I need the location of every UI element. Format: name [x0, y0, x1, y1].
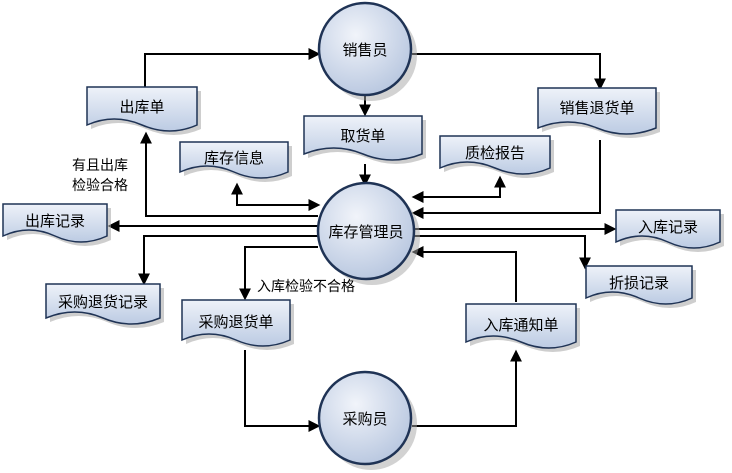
purchase-return-record-label: 采购退货记录 [58, 293, 148, 311]
process-purchaser: 采购员 [317, 370, 417, 470]
outbound-doc-label: 出库单 [119, 98, 164, 116]
documents: 出库单 取货单 销售退货单 库存信息 质检报告 出库记录 [2, 86, 724, 352]
edge-inventory-info [231, 182, 321, 211]
process-warehouse-manager: 库存管理员 [316, 181, 420, 285]
edge-labels: 有且出库 检验合格 入库检验不合格 [72, 158, 355, 295]
warehouse-manager-label: 库存管理员 [328, 223, 403, 241]
edge-purchase-return-to-purchaser [244, 350, 321, 432]
pickup-doc-label: 取货单 [340, 127, 385, 145]
qc-report-label: 质检报告 [465, 144, 525, 162]
salesperson-label: 销售员 [342, 41, 387, 59]
process-salesperson: 销售员 [317, 1, 417, 101]
doc-purchase-return: 采购退货单 [181, 299, 294, 350]
edge-sales-return-to-manager [411, 140, 601, 219]
doc-inbound-notice: 入库通知单 [465, 303, 580, 352]
edge-inbound-notice-to-manager [411, 246, 517, 302]
purchaser-label: 采购员 [342, 410, 387, 428]
edge-qc-report [411, 175, 506, 203]
doc-sales-return: 销售退货单 [537, 87, 660, 138]
edge-outbound-to-salesperson [144, 48, 321, 87]
edge-salesperson-to-sales-return [412, 53, 606, 91]
edge-purchaser-to-inbound-notice [412, 349, 522, 427]
edge-manager-to-damage-record [414, 235, 591, 270]
edge-manager-to-purchase-return-doc [239, 246, 318, 301]
doc-outbound-record: 出库记录 [2, 203, 111, 246]
doc-qc-report: 质检报告 [439, 135, 554, 178]
inbound-notice-label: 入库通知单 [483, 316, 558, 334]
inventory-info-label: 库存信息 [204, 149, 264, 167]
label-inbound-fail: 入库检验不合格 [257, 279, 355, 295]
doc-outbound: 出库单 [86, 86, 201, 135]
doc-damage-record: 折损记录 [585, 265, 696, 308]
inbound-record-label: 入库记录 [638, 218, 698, 236]
edge-manager-to-purchase-return-record [138, 235, 318, 286]
doc-inbound-record: 入库记录 [615, 209, 724, 252]
doc-pickup: 取货单 [303, 115, 426, 164]
doc-inventory-info: 库存信息 [179, 141, 292, 182]
purchase-return-doc-label: 采购退货单 [198, 313, 273, 331]
edges [107, 48, 617, 432]
sales-return-doc-label: 销售退货单 [559, 99, 634, 117]
label-outbound-ok-line2: 检验合格 [72, 178, 128, 194]
outbound-record-label: 出库记录 [25, 212, 85, 230]
damage-record-label: 折损记录 [609, 274, 669, 292]
doc-purchase-return-record: 采购退货记录 [45, 283, 164, 328]
label-outbound-ok-line1: 有且出库 [72, 158, 128, 174]
edge-manager-to-outbound [140, 131, 318, 217]
